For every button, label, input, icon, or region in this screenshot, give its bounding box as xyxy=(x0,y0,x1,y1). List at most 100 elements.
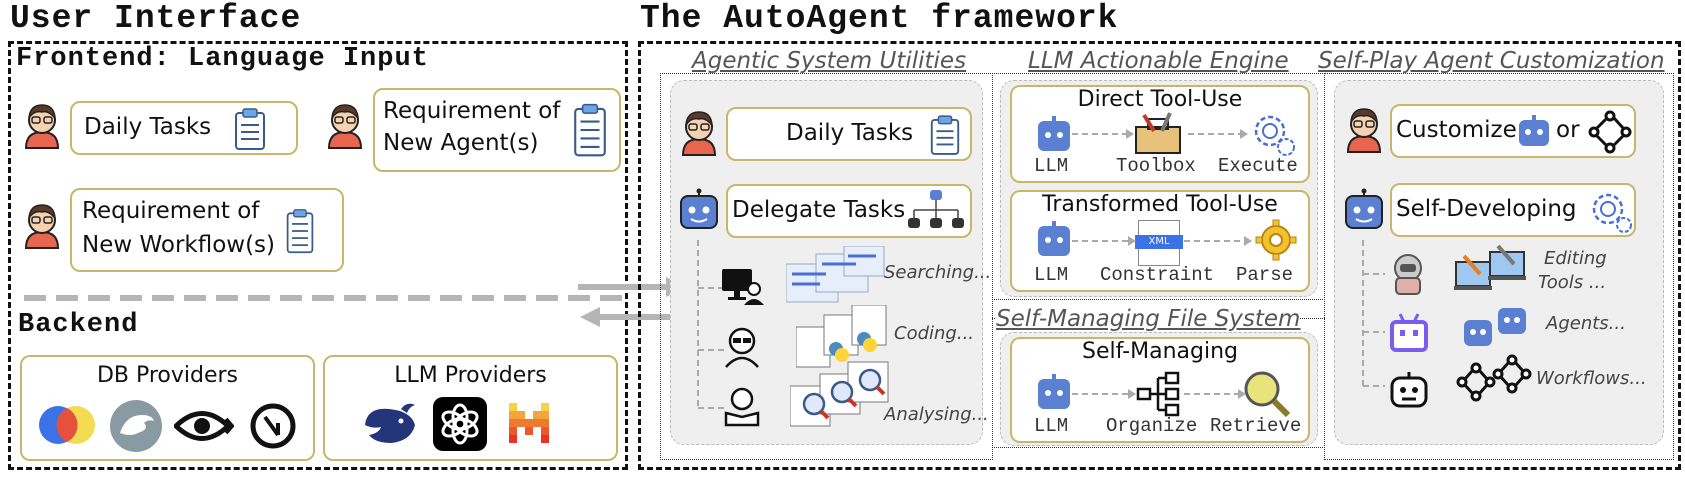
openai-icon xyxy=(441,403,479,445)
transformed-tool-use-card: Transformed Tool-Use XML LLM Constraint … xyxy=(1010,190,1310,292)
clipboard-icon xyxy=(286,209,314,254)
customization-tree-connector xyxy=(1362,240,1385,387)
or-label: or xyxy=(1556,117,1580,143)
direct-flow-arrows xyxy=(1072,129,1248,139)
coding-label: Coding... xyxy=(894,323,975,344)
agent-hierarchy-icon xyxy=(908,190,964,228)
toolbox-icon xyxy=(1135,112,1181,154)
transformed-flow-arrows xyxy=(1072,236,1252,246)
customize-card: Customize or xyxy=(1390,104,1636,158)
backend-title: Backend xyxy=(18,310,139,340)
xml-file-icon: XML xyxy=(1135,220,1183,266)
transformed-parse-label: Parse xyxy=(1236,264,1294,286)
engine-title: LLM Actionable Engine xyxy=(1028,48,1289,74)
req-workflow-line1: Requirement of xyxy=(82,198,260,224)
customization-column xyxy=(1324,73,1674,460)
eye-icon xyxy=(174,411,234,441)
user-interface-title: User Interface xyxy=(10,0,302,37)
utilities-daily-tasks-card: Daily Tasks xyxy=(726,107,972,161)
robot-icon xyxy=(1038,116,1070,151)
clipboard-icon xyxy=(574,103,606,157)
customize-label: Customize xyxy=(1396,117,1517,143)
xml-badge: XML xyxy=(1135,235,1183,249)
tv-robot-icon xyxy=(1390,313,1428,352)
filesystem-retrieve-label: Retrieve xyxy=(1210,415,1302,437)
mistral-icon xyxy=(509,403,549,443)
workflows-icon xyxy=(1456,354,1532,402)
openai-logo xyxy=(433,397,487,451)
requirement-new-agent-card: Requirement of New Agent(s) xyxy=(373,88,621,172)
coding-files-icon xyxy=(796,305,887,368)
transformed-llm-label: LLM xyxy=(1034,264,1069,286)
self-managing-label: Self-Managing xyxy=(1082,339,1238,364)
astronaut-robot-icon xyxy=(1394,254,1422,295)
agents-label: Agents... xyxy=(1546,313,1626,334)
user-avatar-icon xyxy=(1346,108,1382,153)
bot-face-icon xyxy=(1390,372,1428,408)
computer-user-icon xyxy=(722,269,764,305)
whale-icon xyxy=(365,403,415,443)
gear-icon xyxy=(1592,193,1632,233)
hacker-icon xyxy=(725,327,759,368)
analysing-magnifier-icon xyxy=(790,361,889,427)
req-workflow-line2: New Workflow(s) xyxy=(82,232,276,258)
req-agent-line2: New Agent(s) xyxy=(383,130,539,156)
user-avatar-icon xyxy=(681,111,717,156)
utilities-daily-tasks-label: Daily Tasks xyxy=(786,120,914,146)
db-providers-card: DB Providers xyxy=(20,355,315,461)
robot-icon xyxy=(680,188,718,229)
searching-screens-icon xyxy=(786,246,885,303)
user-avatar-icon xyxy=(24,104,60,149)
filesystem-flow-arrows xyxy=(1072,389,1246,399)
editing-tools-line2: Tools ... xyxy=(1538,272,1607,293)
llm-providers-card: LLM Providers xyxy=(323,355,618,461)
agents-robots-icon xyxy=(1464,308,1526,346)
execute-gear-icon xyxy=(1254,115,1295,156)
frontend-title: Frontend: Language Input xyxy=(16,44,429,74)
direct-execute-label: Execute xyxy=(1218,155,1298,177)
customization-title: Self-Play Agent Customization xyxy=(1318,48,1665,74)
framework-box xyxy=(638,41,1681,470)
venn-db-icon xyxy=(39,406,95,444)
transformed-tool-use-label: Transformed Tool-Use xyxy=(1042,192,1278,217)
clipboard-icon xyxy=(930,115,960,155)
analysing-label: Analysing... xyxy=(884,404,989,425)
robot-icon xyxy=(1038,221,1070,256)
delegate-tasks-card: Delegate Tasks xyxy=(726,184,972,238)
user-avatar-icon xyxy=(24,204,60,249)
direct-llm-label: LLM xyxy=(1034,155,1069,177)
robot-icon xyxy=(1345,188,1383,229)
utilities-tree-connector xyxy=(697,240,724,409)
editing-tools-line1: Editing xyxy=(1544,248,1607,269)
db-providers-label: DB Providers xyxy=(96,363,239,388)
self-managing-card: Self-Managing LLM Organize Retrieve xyxy=(1010,337,1310,443)
mariadb-seal-icon xyxy=(110,400,162,452)
clipboard-icon xyxy=(235,108,265,150)
editing-tools-laptops-icon xyxy=(1454,244,1526,290)
filesystem-llm-label: LLM xyxy=(1034,415,1069,437)
framework-title: The AutoAgent framework xyxy=(640,0,1119,37)
requirement-new-workflow-card: Requirement of New Workflow(s) xyxy=(70,188,344,272)
workflows-label: Workflows... xyxy=(1536,368,1647,389)
reader-icon xyxy=(724,387,760,427)
circle-logo-icon xyxy=(250,403,296,449)
searching-label: Searching... xyxy=(884,262,992,283)
utilities-title: Agentic System Utilities xyxy=(692,48,967,74)
user-avatar-icon xyxy=(327,104,363,149)
daily-tasks-card: Daily Tasks xyxy=(70,101,298,155)
frontend-backend-divider xyxy=(24,295,624,301)
parse-gear-icon xyxy=(1255,219,1297,261)
direct-tool-use-label: Direct Tool-Use xyxy=(1077,87,1243,112)
filesystem-title: Self-Managing File System xyxy=(996,306,1301,332)
self-developing-card: Self-Developing xyxy=(1390,183,1636,237)
robot-icon xyxy=(1038,374,1070,409)
direct-toolbox-label: Toolbox xyxy=(1116,155,1196,177)
retrieve-magnifier-icon xyxy=(1244,371,1291,418)
filesystem-organize-label: Organize xyxy=(1106,415,1198,437)
self-developing-label: Self-Developing xyxy=(1396,196,1577,222)
direct-tool-use-card: Direct Tool-Use LLM Toolbox Execute xyxy=(1010,85,1310,183)
req-agent-line1: Requirement of xyxy=(383,98,561,124)
daily-tasks-label: Daily Tasks xyxy=(84,114,212,140)
llm-providers-label: LLM Providers xyxy=(394,363,547,388)
transformed-constraint-label: Constraint xyxy=(1100,264,1215,286)
